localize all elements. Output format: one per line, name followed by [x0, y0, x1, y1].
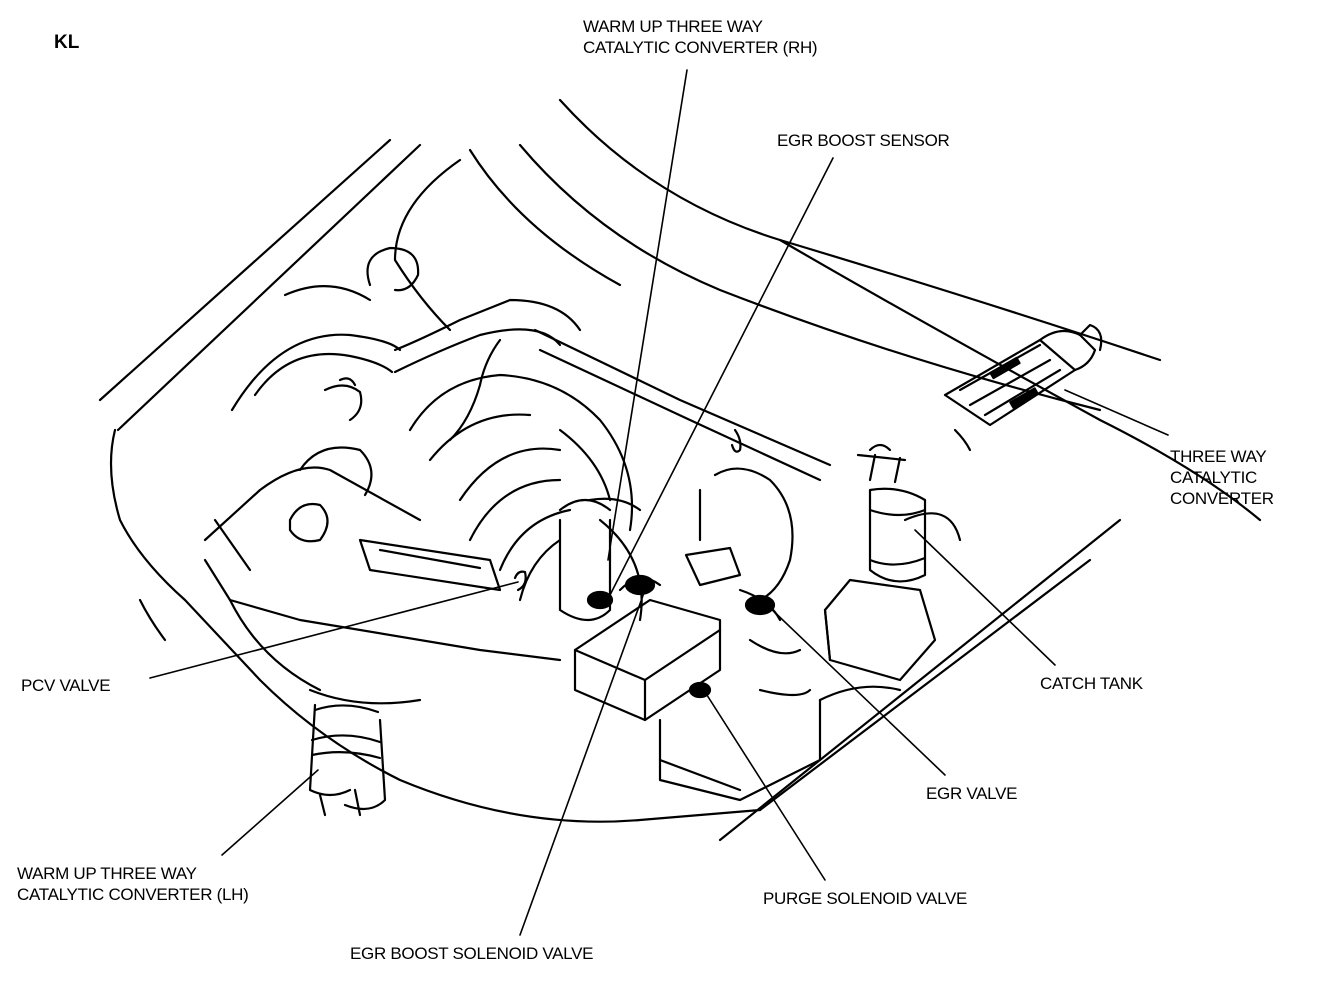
label-three-way-catalytic-converter: THREE WAY CATALYTIC CONVERTER: [1170, 446, 1274, 509]
leader-egr-boost-solenoid: [519, 589, 646, 936]
label-line: CONVERTER: [1170, 489, 1274, 508]
leader-lines: [149, 69, 1169, 936]
leader-pcv-valve: [149, 581, 519, 679]
right-side-components: [684, 428, 812, 697]
three-way-converter-drawing: [943, 323, 1103, 452]
label-warmup-converter-rh: WARM UP THREE WAY CATALYTIC CONVERTER (R…: [583, 16, 818, 58]
label-egr-valve: EGR VALVE: [926, 784, 1018, 803]
leader-warmup-lh: [221, 769, 319, 856]
solenoid-details: [513, 570, 776, 699]
label-egr-boost-sensor: EGR BOOST SENSOR: [777, 131, 950, 150]
label-catch-tank: CATCH TANK: [1040, 674, 1143, 693]
hoses: [230, 246, 832, 482]
catch-tank-drawing: [823, 443, 962, 682]
label-line: CATALYTIC: [1170, 468, 1258, 487]
label-pcv-valve: PCV VALVE: [21, 676, 111, 695]
label-warmup-converter-lh: WARM UP THREE WAY CATALYTIC CONVERTER (L…: [17, 863, 249, 905]
label-line: CATALYTIC CONVERTER (LH): [17, 885, 249, 904]
vehicle-body-outline: [98, 98, 1262, 842]
label-line: WARM UP THREE WAY: [17, 864, 197, 883]
label-egr-boost-solenoid-valve: EGR BOOST SOLENOID VALVE: [350, 944, 594, 963]
engine-block: [203, 373, 643, 705]
leader-egr-valve: [764, 602, 946, 776]
warmup-converter-lh-drawing: [308, 703, 387, 817]
leader-purge-solenoid: [704, 691, 826, 881]
leader-three-way: [1064, 389, 1169, 436]
leader-egr-boost-sensor: [609, 157, 834, 596]
label-line: WARM UP THREE WAY: [583, 17, 763, 36]
leader-warmup-rh: [607, 69, 688, 561]
label-line: THREE WAY: [1170, 447, 1267, 466]
label-purge-solenoid-valve: PURGE SOLENOID VALVE: [763, 889, 968, 908]
battery-box: [573, 598, 822, 802]
leader-catch-tank: [914, 529, 1056, 666]
diagram-code: KL: [54, 32, 80, 53]
label-line: CATALYTIC CONVERTER (RH): [583, 38, 818, 57]
